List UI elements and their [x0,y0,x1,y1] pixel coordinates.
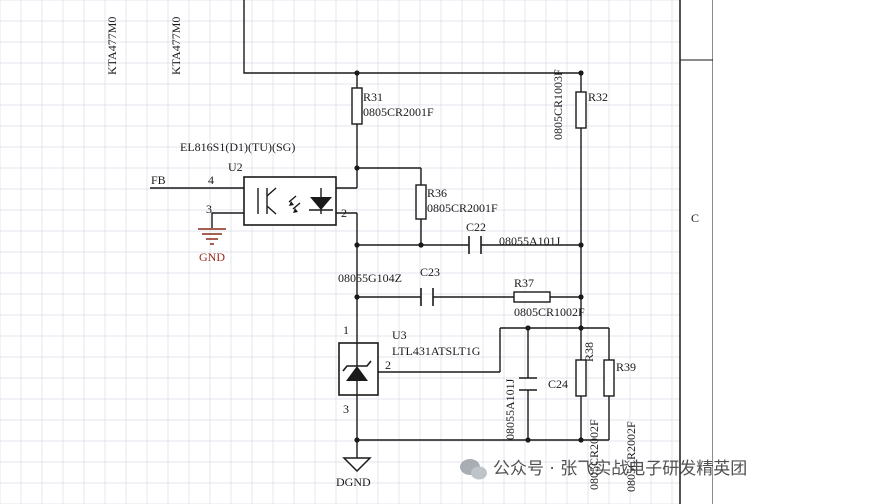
r38-value: 0805CR2002F [587,419,601,490]
u2-pin3: 3 [206,202,212,216]
capacitor-c23: C23 08055G104Z [338,265,440,306]
u3-pin2: 2 [385,358,391,372]
grid [0,0,680,504]
resistor-r39: R39 0805CR2002F [603,359,638,492]
c24-value: 08055A101J [503,378,517,440]
resistor-r32: R32 0805CR1003F [551,69,608,140]
c24-ref: C24 [548,377,568,391]
r37-ref: R37 [514,276,534,290]
u2-ref: U2 [228,160,243,174]
resistor-r38: R38 0805CR2002F [575,342,601,490]
optocoupler-u2: EL816S1(D1)(TU)(SG) U2 4 3 2 [180,140,347,226]
u3-ref: U3 [392,328,407,342]
margin-area [713,0,896,504]
sheet-border [679,0,714,504]
junction-dots [354,70,584,443]
dgnd-symbol [342,457,372,473]
r32-value: 0805CR1003F [551,69,565,140]
watermark-text: 公众号 · 张飞实战电子研发精英团 [493,459,747,479]
gnd-symbol [198,228,226,245]
r37-value: 0805CR1002F [514,305,585,319]
capacitor-c22: C22 08055A101J [466,220,561,254]
header-label-1: KTA477M0 [105,17,119,75]
c23-ref: C23 [420,265,440,279]
r39-ref: R39 [616,360,636,374]
led-diode [309,188,333,214]
resistor-r31: R31 0805CR2001F [351,87,434,125]
net-label-fb: FB [151,173,166,187]
r32-ref: R32 [588,90,608,104]
r31-ref: R31 [363,90,383,104]
u3-pin3: 3 [343,402,349,416]
r38-ref: R38 [582,342,596,362]
r39-value: 0805CR2002F [624,421,638,492]
u2-pin4: 4 [208,173,214,187]
dgnd-label: DGND [336,475,371,489]
u3-part: LTL431ATSLT1G [392,344,481,358]
resistor-r37: R37 0805CR1002F [513,276,585,319]
regulator-u3: U3 LTL431ATSLT1G 1 2 3 [338,323,481,416]
zone-letter-c: C [691,211,699,225]
c23-value: 08055G104Z [338,271,402,285]
gnd-label: GND [199,250,225,264]
r36-ref: R36 [427,186,447,200]
u2-part: EL816S1(D1)(TU)(SG) [180,140,295,154]
wires [150,0,610,458]
u3-pin1: 1 [343,323,349,337]
header-label-2: KTA477M0 [169,17,183,75]
u2-pin2: 2 [341,206,347,220]
c22-value: 08055A101J [499,234,561,248]
capacitor-c24: C24 08055A101J [503,377,568,440]
watermark: 公众号 · 张飞实战电子研发精英团 [460,459,747,480]
r31-value: 0805CR2001F [363,105,434,119]
resistor-r36: R36 0805CR2001F [415,184,498,220]
wechat-icon [460,459,487,480]
c22-ref: C22 [466,220,486,234]
r36-value: 0805CR2001F [427,201,498,215]
